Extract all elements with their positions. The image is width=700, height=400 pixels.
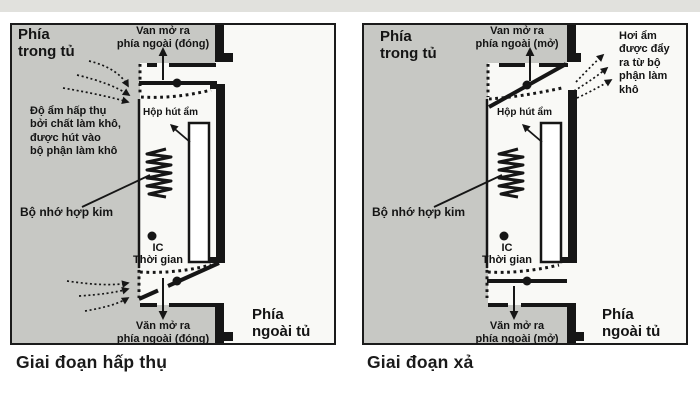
desiccant-pointer-arrow (170, 124, 191, 143)
top-opening-edge (147, 63, 216, 67)
top-valve-arrow (158, 47, 168, 80)
ic-timer-label: IC Thời gian (133, 242, 183, 266)
outside-cabinet-label: Phía ngoài tủ (252, 306, 311, 340)
spring-coil (145, 147, 173, 199)
cabinet-inside-gray-region (362, 23, 567, 345)
inside-cabinet-label: Phía trong tủ (380, 28, 437, 62)
bottom-valve-arrow (158, 278, 168, 320)
desiccant-box-label: Hộp hút ẩm (143, 107, 198, 118)
desiccant-box (187, 121, 211, 264)
cabinet-wall (561, 23, 584, 345)
panel-border (10, 23, 336, 345)
top-valve-label: Van mở ra phía ngoài (mở) (475, 25, 559, 50)
spring-coil (497, 147, 525, 199)
airflow-in-bottom-arrows (66, 280, 130, 312)
panel-absorption (10, 23, 336, 345)
outside-cabinet-label: Phía ngoài tủ (602, 306, 661, 340)
compartment-dotted-boundary (137, 64, 212, 298)
page-top-strip (0, 0, 700, 12)
ic-timer-label: IC Thời gian (482, 242, 532, 266)
top-opening-edge (499, 63, 568, 67)
alloy-memory-label: Bộ nhớ hợp kim (372, 205, 466, 219)
panel-border (362, 23, 688, 345)
bottom-opening-shelf (488, 303, 568, 307)
top-valve-label: Van mở ra phía ngoài (đóng) (116, 25, 210, 50)
bottom-valve-label: Văn mở ra phía ngoài (đóng) (116, 320, 210, 345)
bottom-valve-label: Văn mở ra phía ngoài (mở) (475, 320, 559, 345)
desiccant-box-label: Hộp hút ẩm (497, 107, 552, 118)
phase-caption-absorption: Giai đoạn hấp thụ (16, 352, 168, 372)
compartment-dotted-boundary (485, 64, 563, 298)
ic-timer-dot (147, 231, 157, 241)
desiccant-pointer-arrow (522, 124, 543, 143)
alloy-memory-pointer-line (81, 174, 151, 208)
cabinet-inside-gray-region (10, 23, 215, 345)
bottom-opening-shelf (140, 303, 216, 307)
airflow-out-arrows (573, 53, 613, 99)
bottom-valve-arrow (509, 286, 519, 320)
moisture-release-note: Hơi ẩm được đẩy ra từ bộ phận làm khô (619, 30, 670, 96)
top-valve-arrow (525, 47, 535, 81)
top-valve-pivot (172, 78, 182, 88)
moisture-absorb-note: Độ ẩm hấp thụ bởi chất làm khô, được hút… (30, 105, 121, 158)
cabinet-wall (209, 23, 233, 345)
airflow-in-top-arrows (62, 60, 131, 105)
phase-caption-discharge: Giai đoạn xả (367, 352, 474, 372)
inside-cabinet-label: Phía trong tủ (18, 26, 75, 60)
bottom-valve-pivot (172, 276, 182, 286)
ic-timer-dot (499, 231, 509, 241)
bottom-valve-pivot (522, 276, 532, 286)
alloy-memory-label: Bộ nhớ hợp kim (20, 205, 114, 219)
top-valve-pivot (522, 80, 532, 90)
panel-discharge (362, 23, 688, 345)
alloy-memory-pointer-line (433, 174, 503, 208)
desiccant-box (539, 121, 563, 264)
